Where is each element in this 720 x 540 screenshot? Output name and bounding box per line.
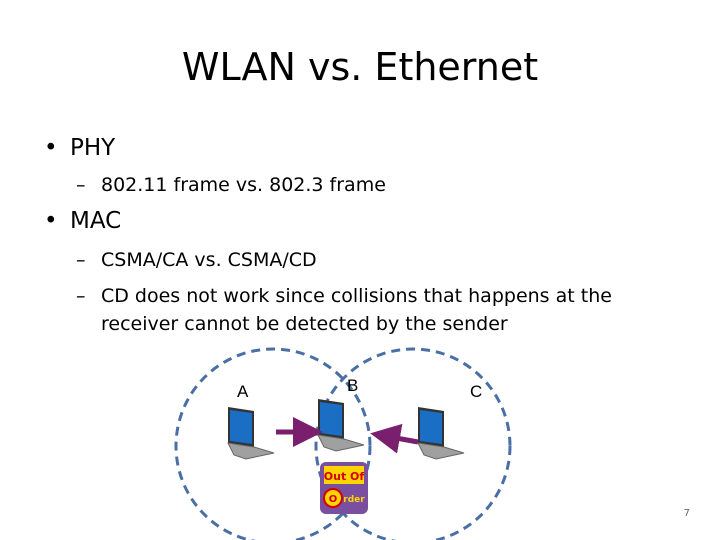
arrow-c-to-b: [370, 423, 419, 454]
sub-marker: –: [76, 249, 86, 271]
page-number: 7: [683, 508, 690, 519]
range-circle-a: [174, 347, 372, 540]
bullet-mac: MAC: [70, 208, 122, 234]
node-label-b: B: [347, 376, 359, 395]
laptop-icon: [417, 407, 465, 460]
node-label-a: A: [237, 382, 249, 401]
slide-title: WLAN vs. Ethernet: [181, 45, 539, 89]
bullet-marker: •: [44, 135, 58, 161]
svg-text:rder: rder: [343, 495, 365, 505]
svg-text:Out Of: Out Of: [324, 470, 365, 483]
laptop-icon: [317, 399, 365, 452]
bullet-phy: PHY: [70, 135, 116, 161]
sub-marker: –: [76, 174, 86, 196]
laptop-icon: [227, 407, 275, 460]
sub-marker: –: [76, 285, 86, 307]
bullet-marker: •: [44, 208, 58, 234]
sub-item-frame: 802.11 frame vs. 802.3 frame: [101, 174, 386, 196]
out-of-order-badge: Out Of O rder: [320, 462, 368, 514]
node-label-c: C: [470, 382, 483, 401]
svg-text:O: O: [329, 494, 338, 505]
sub-item-cd-line2: receiver cannot be detected by the sende…: [101, 313, 508, 335]
sub-item-csma: CSMA/CA vs. CSMA/CD: [101, 249, 317, 271]
sub-item-cd-line1: CD does not work since collisions that h…: [101, 285, 612, 307]
